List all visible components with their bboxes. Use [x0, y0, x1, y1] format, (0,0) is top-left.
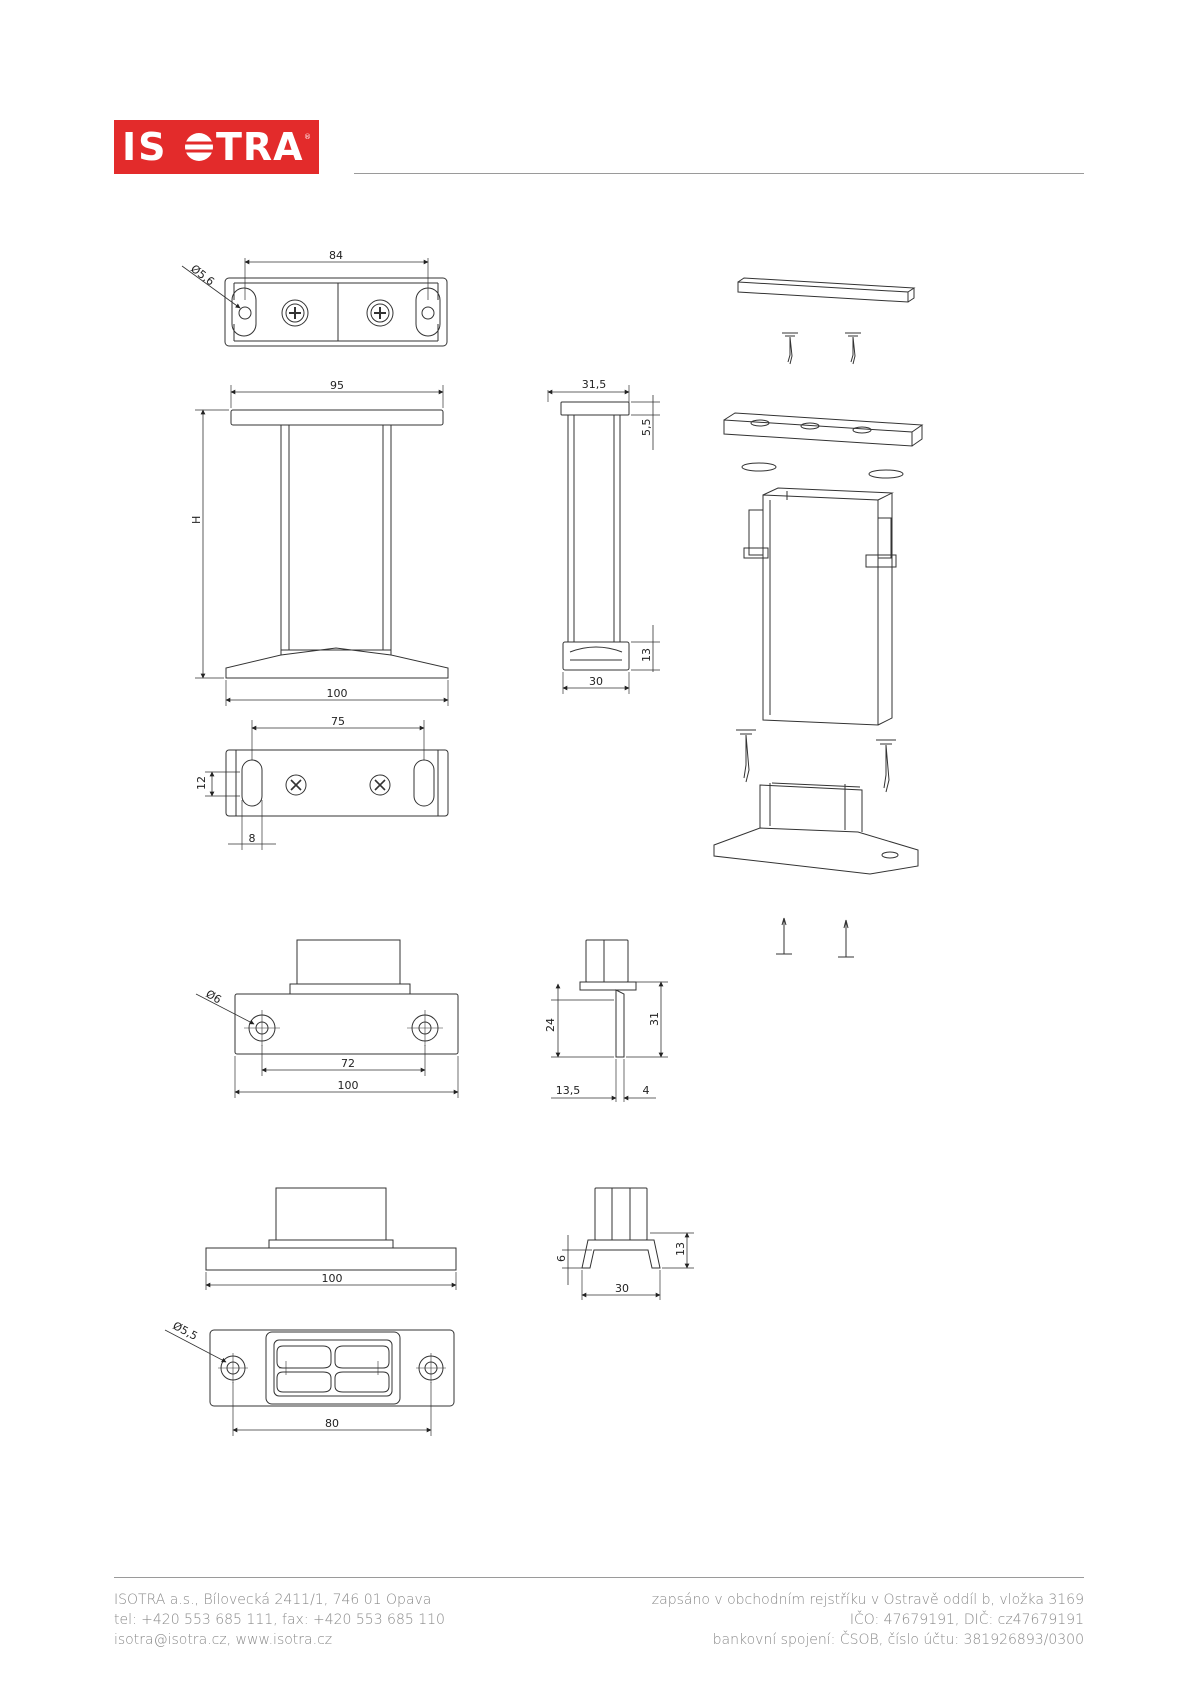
dim-front-height: H [190, 516, 203, 524]
dim-bracket-thickness: 4 [643, 1084, 650, 1097]
dim-bracket-inner-height: 24 [544, 1018, 557, 1032]
screw-icon [782, 332, 798, 365]
dim-base-top-hole: Ø5,5 [171, 1319, 200, 1343]
base-side-view [562, 1187, 694, 1300]
dim-top-hole: Ø5,6 [188, 262, 217, 288]
dim-bottom-slot-spacing: 75 [331, 715, 345, 728]
dim-side-top-thickness: 5,5 [640, 419, 653, 437]
exploded-view [713, 277, 924, 958]
dim-bracket-total-height: 31 [648, 1012, 661, 1026]
dim-bracket-hole-spacing: 72 [341, 1057, 355, 1070]
screw-head-icon [366, 299, 394, 327]
dim-bracket-hole: Ø6 [204, 987, 224, 1006]
svg-text:TRA: TRA [216, 127, 304, 167]
footer-phone: tel: +420 553 685 111, fax: +420 553 685… [114, 1612, 445, 1628]
footer-registry-info: zapsáno v obchodním rejstříku v Ostravě … [652, 1590, 1084, 1650]
svg-text:®: ® [304, 133, 311, 141]
dim-bottom-slot-width: 12 [195, 776, 208, 790]
dim-base-front-width: 100 [322, 1272, 343, 1285]
footer-rule [114, 1577, 1084, 1578]
dim-side-base-height: 13 [640, 648, 653, 662]
footer-ids: IČO: 47679191, DIČ: cz47679191 [849, 1612, 1084, 1628]
footer-bank: bankovní spojení: ČSOB, číslo účtu: 3819… [712, 1632, 1084, 1648]
screw-icon [845, 332, 861, 365]
dim-side-top-width: 31,5 [582, 378, 607, 391]
bottom-view [205, 720, 449, 850]
dim-base-top-hole-spacing: 80 [325, 1417, 339, 1430]
dim-top-width: 84 [329, 249, 343, 262]
side-view [547, 385, 660, 694]
dim-front-base-width: 100 [327, 687, 348, 700]
dim-bracket-width: 100 [338, 1079, 359, 1092]
screw-icon [838, 919, 854, 958]
dim-front-top-width: 95 [330, 379, 344, 392]
dim-base-side-lip: 6 [555, 1255, 568, 1262]
logo-sun-icon [182, 133, 215, 161]
footer-company-info: ISOTRA a.s., Bílovecká 2411/1, 746 01 Op… [114, 1590, 445, 1650]
screw-head-icon [281, 299, 309, 327]
screw-icon [776, 917, 792, 955]
screw-head-icon [369, 774, 391, 796]
footer-registry: zapsáno v obchodním rejstříku v Ostravě … [651, 1592, 1084, 1608]
dim-bracket-offset: 13,5 [556, 1084, 581, 1097]
top-view [181, 258, 448, 347]
dim-base-side-height: 13 [674, 1242, 687, 1256]
screw-head-icon [285, 774, 307, 796]
screw-icon [736, 729, 756, 783]
logo-wordmark: IS TRA ® [122, 127, 311, 167]
footer-contact-link[interactable]: isotra@isotra.cz, www.isotra.cz [114, 1632, 333, 1648]
base-top-view [164, 1329, 455, 1436]
dim-base-side-width: 30 [615, 1282, 629, 1295]
dim-bottom-slot-length: 8 [249, 832, 256, 845]
dim-side-base-width: 30 [589, 675, 603, 688]
base-front-view [205, 1187, 457, 1290]
bracket-front-view [195, 939, 459, 1098]
footer-address: ISOTRA a.s., Bílovecká 2411/1, 746 01 Op… [114, 1592, 432, 1608]
svg-text:IS: IS [122, 127, 168, 167]
front-view [195, 385, 449, 706]
header-rule [354, 173, 1084, 174]
screw-icon [876, 739, 896, 793]
bracket-side-view [551, 939, 668, 1102]
isotra-logo: IS TRA ® [114, 120, 319, 174]
